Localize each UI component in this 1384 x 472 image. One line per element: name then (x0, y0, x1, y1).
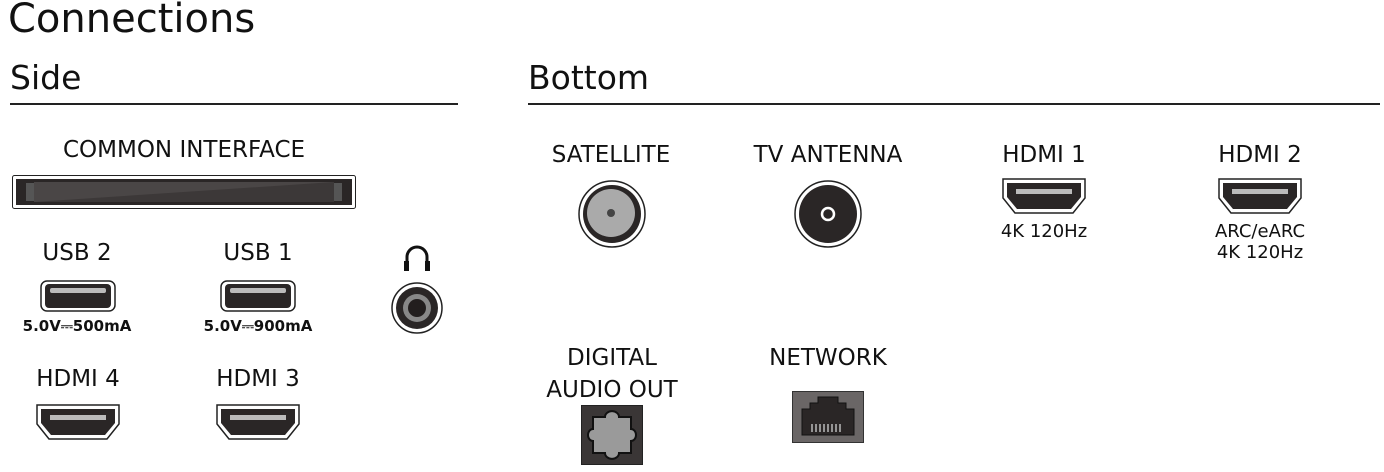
hdmi4-label: HDMI 4 (36, 366, 120, 392)
tv-antenna-connector-icon (794, 180, 862, 248)
headphones-icon (404, 245, 430, 271)
side-heading: Side (10, 58, 82, 97)
bottom-heading: Bottom (528, 58, 650, 97)
usb1-spec: 5.0V⎓900mA (203, 317, 313, 335)
hdmi4-port-icon (34, 402, 122, 442)
digital-audio-label-line1: DIGITAL (567, 345, 657, 371)
hdmi1-spec: 4K 120Hz (1000, 221, 1088, 242)
side-divider (10, 103, 458, 105)
hdmi3-port-icon (214, 402, 302, 442)
usb1-port-icon (220, 280, 296, 312)
headphone-jack-icon (391, 282, 443, 334)
page-title: Connections (8, 0, 256, 42)
usb2-label: USB 2 (42, 240, 112, 266)
common-interface-label: COMMON INTERFACE (62, 137, 306, 163)
bottom-divider (528, 103, 1380, 105)
hdmi2-port-icon (1216, 176, 1304, 216)
hdmi2-res-spec: 4K 120Hz (1216, 242, 1304, 263)
usb1-label: USB 1 (223, 240, 293, 266)
usb2-spec: 5.0V⎓500mA (22, 317, 132, 335)
common-interface-slot-icon (12, 175, 356, 209)
usb2-port-icon (40, 280, 116, 312)
hdmi2-arc-spec: ARC/eARC (1214, 221, 1306, 242)
hdmi3-label: HDMI 3 (216, 366, 300, 392)
satellite-connector-icon (578, 180, 646, 248)
hdmi1-label: HDMI 1 (1002, 142, 1086, 168)
network-label: NETWORK (769, 345, 887, 371)
hdmi2-label: HDMI 2 (1218, 142, 1302, 168)
hdmi1-port-icon (1000, 176, 1088, 216)
tv-antenna-label: TV ANTENNA (753, 142, 903, 168)
digital-audio-label-line2: AUDIO OUT (546, 377, 678, 403)
optical-audio-port-icon (581, 405, 643, 465)
ethernet-port-icon (792, 391, 864, 443)
satellite-label: SATELLITE (551, 142, 671, 168)
